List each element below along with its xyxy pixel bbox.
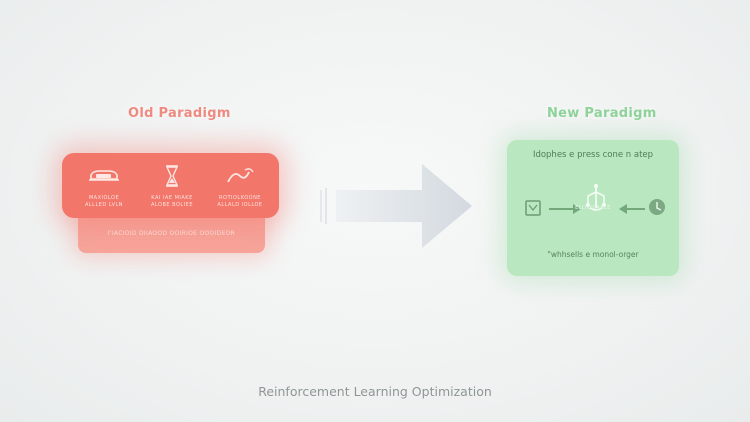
network-tree-icon <box>586 184 606 211</box>
flow-arrow-right <box>625 208 645 210</box>
old-item-car: MAXIOLOE ALLLED LVLN <box>70 163 138 209</box>
diagram-caption: Reinforcement Learning Optimization <box>258 384 492 399</box>
old-item-caption: KAI IAE MIAKE ALOBE BOLIEE <box>151 195 193 208</box>
old-item-caption: MAXIOLOE ALLLED LVLN <box>84 195 124 208</box>
old-paradigm-title: Old Paradigm <box>128 106 231 121</box>
new-paradigm-panel: Idophes e press cone n atep ELLIOILARLE … <box>507 140 679 276</box>
new-paradigm-top-text: Idophes e press cone n atep <box>532 150 654 160</box>
old-paradigm-panel: MAXIOLOE ALLLED LVLN KAI IAE MIAKE ALOBE… <box>62 153 279 218</box>
old-item-caption: ROTIOLKOONE ALLALD IOLLOE <box>217 195 263 208</box>
clipboard-icon <box>525 200 541 216</box>
hourglass-icon <box>165 165 179 187</box>
arrowhead-left-icon <box>619 204 627 214</box>
network-caption: ELLIOILARLE <box>575 205 611 211</box>
arrowhead-right-icon <box>573 204 581 214</box>
new-paradigm-title: New Paradigm <box>547 106 657 121</box>
clock-icon <box>649 199 665 215</box>
trend-wave-icon <box>227 168 254 183</box>
old-item-wave: ROTIOLKOONE ALLALD IOLLOE <box>206 163 274 209</box>
flow-arrow-left <box>549 208 575 210</box>
new-paradigm-bottom-text: "whhsells e monol-orger <box>547 250 639 259</box>
transition-arrow-icon <box>320 164 472 248</box>
old-paradigm-footer: I'IACIOID DIIAOOD OOIRIOE OOOIDEOR <box>107 230 236 237</box>
car-icon <box>89 170 119 181</box>
old-item-hourglass: KAI IAE MIAKE ALOBE BOLIEE <box>138 163 206 209</box>
